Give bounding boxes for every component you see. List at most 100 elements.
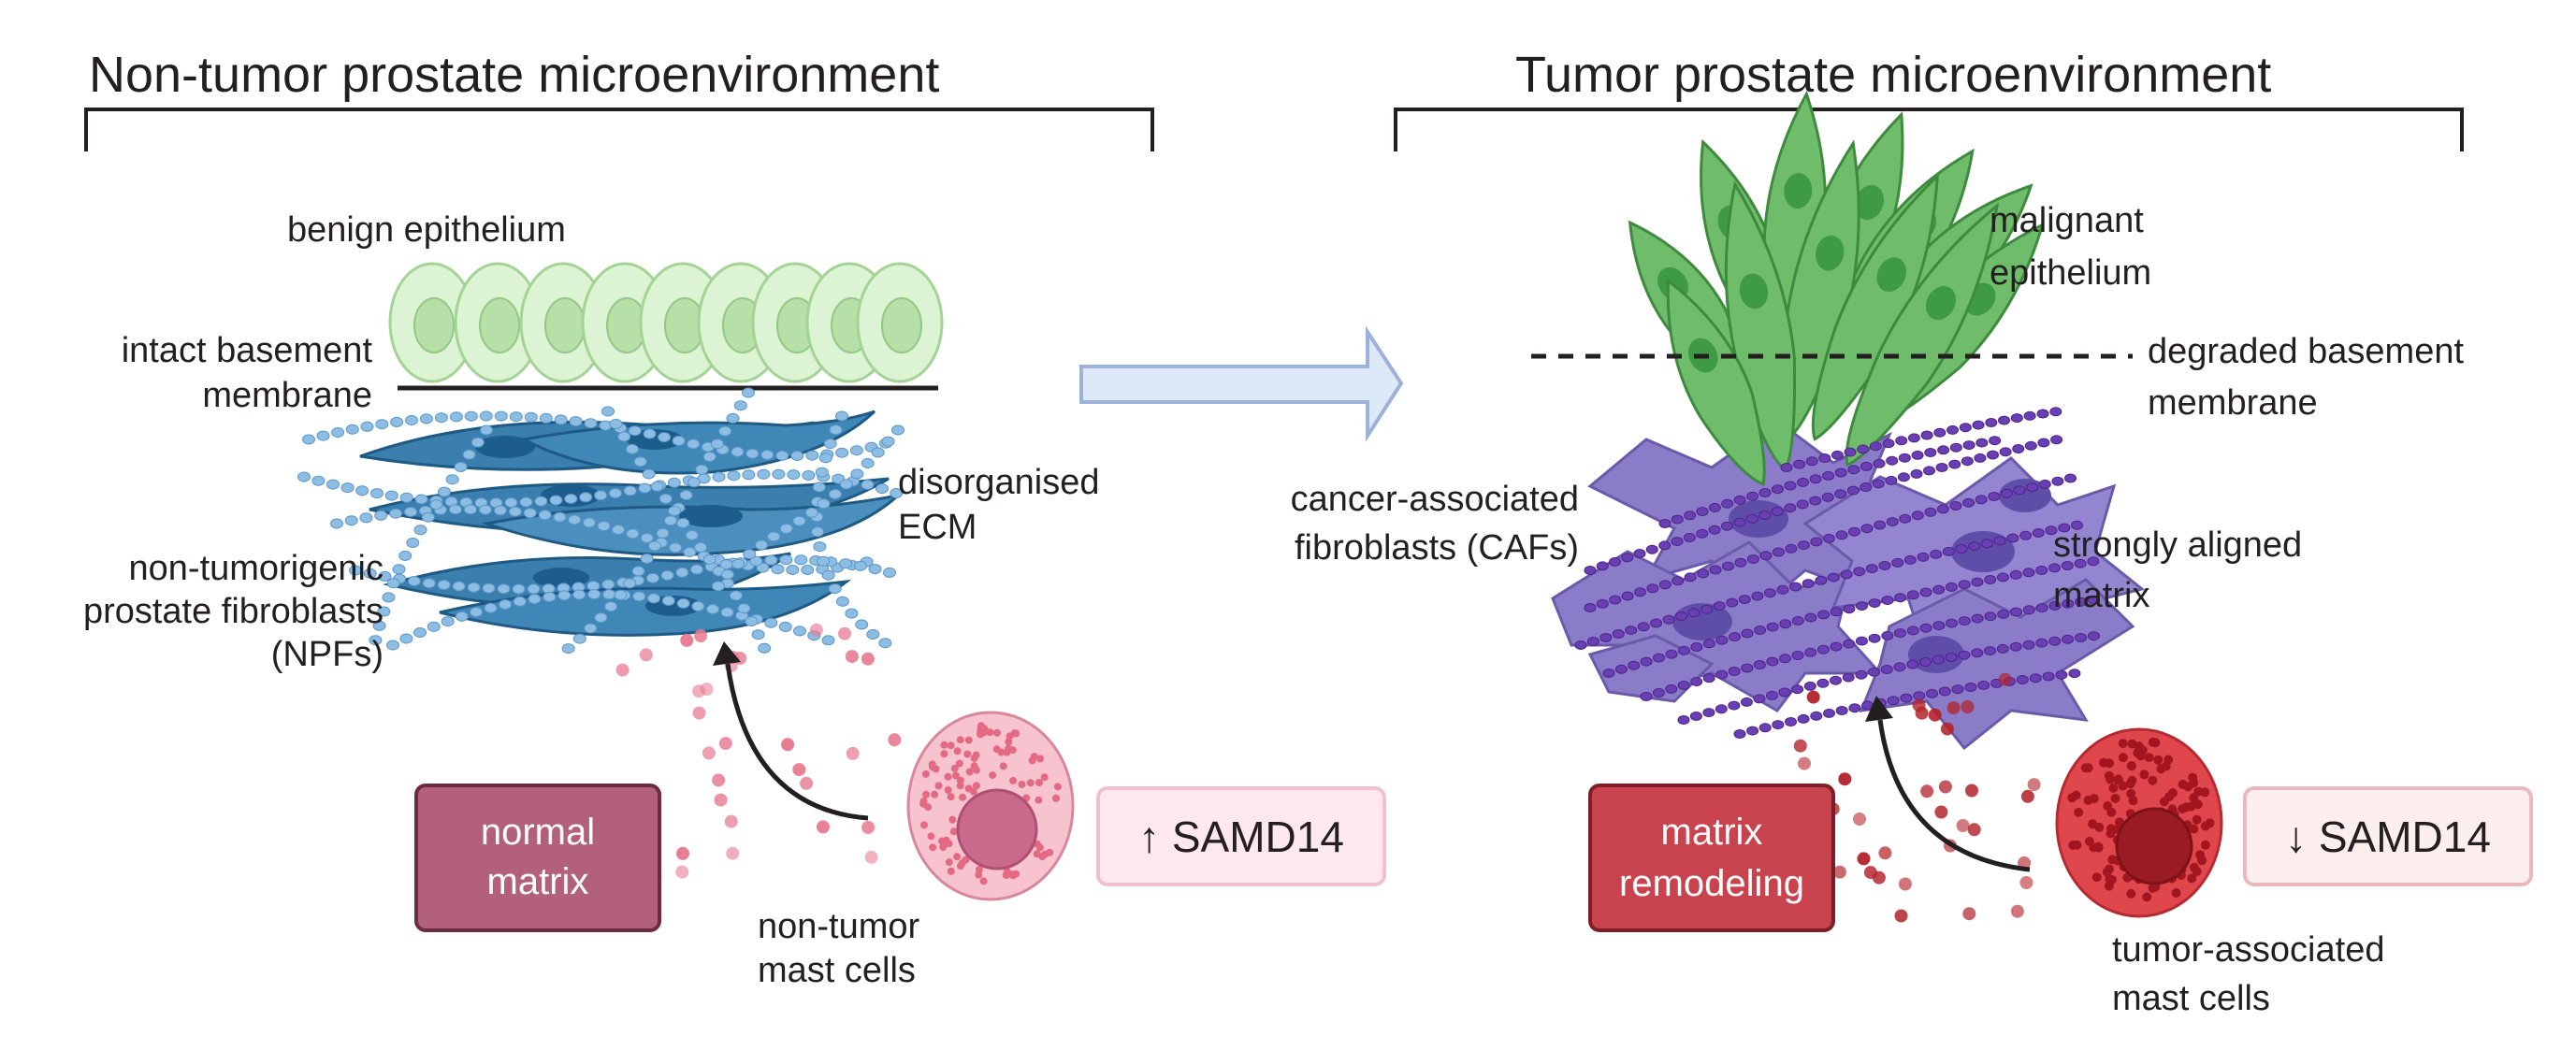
ecm-fiber-dot xyxy=(455,611,469,622)
ecm-fiber-dot xyxy=(790,451,804,461)
mast-cell-granule xyxy=(2089,794,2099,804)
ecm-fiber-dot xyxy=(414,494,428,505)
ecm-label-line2: ECM xyxy=(898,508,977,547)
ecm-fiber-dot xyxy=(512,583,526,595)
aligned-matrix-fiber-dot xyxy=(1652,687,1665,698)
secreted-granule xyxy=(1928,708,1942,722)
aligned-matrix-fiber-dot xyxy=(1872,479,1885,489)
ecm-fiber-dot xyxy=(484,602,498,613)
mast-cell-granule xyxy=(989,771,997,780)
secreted-granule xyxy=(1940,722,1954,736)
ecm-fiber-dot xyxy=(463,504,477,515)
ecm-fiber-dot xyxy=(731,558,745,569)
aligned-matrix-fiber-dot xyxy=(1621,591,1634,601)
aligned-matrix-fiber-dot xyxy=(1860,482,1873,492)
aligned-matrix-fiber-dot xyxy=(1835,706,1848,715)
ecm-fiber-dot xyxy=(359,512,373,524)
ecm-fiber-dot xyxy=(405,415,418,425)
mast-cell-granule xyxy=(2094,822,2105,832)
aligned-matrix-fiber-dot xyxy=(2075,597,2088,607)
intact-membrane-label-line1: intact basement xyxy=(122,331,373,370)
ecm-fiber-dot xyxy=(658,432,672,443)
mast-cell-granule xyxy=(2193,786,2204,797)
malignant-epithelium-cells xyxy=(1628,90,2045,486)
aligned-matrix-fiber-dot xyxy=(1926,688,1938,698)
secreted-granule xyxy=(1962,907,1976,921)
mast-cell-granule xyxy=(992,745,1001,754)
secreted-granule xyxy=(2019,876,2033,889)
aligned-matrix-fiber-dot xyxy=(1834,467,1847,478)
aligned-matrix-fiber-dot xyxy=(1822,533,1835,543)
aligned-matrix-fiber-dot xyxy=(2061,561,2074,570)
mast-cell-granule xyxy=(2142,892,2152,902)
ecm-fiber-dot xyxy=(779,554,793,566)
ecm-fiber-dot xyxy=(720,568,734,580)
aligned-matrix-fiber-dot xyxy=(1830,641,1843,652)
aligned-matrix-fiber-dot xyxy=(1945,653,1958,662)
mast-cell-granule xyxy=(1005,744,1013,753)
ecm-fiber-dot xyxy=(584,623,598,634)
aligned-matrix-fiber-dot xyxy=(1997,609,2010,619)
mast-cell-granule xyxy=(2189,778,2199,788)
secreted-granule xyxy=(676,846,689,860)
mast-cell-granule xyxy=(953,853,962,861)
aligned-matrix-fiber-dot xyxy=(2036,409,2049,419)
aligned-matrix-fiber-dot xyxy=(2051,476,2064,486)
aligned-matrix-fiber-dot xyxy=(1893,662,1906,672)
aligned-matrix-fiber-dot xyxy=(1938,686,1951,697)
aligned-matrix-fiber-dot xyxy=(1946,618,1958,628)
ecm-fiber-dot xyxy=(801,565,815,575)
ecm-fiber-dot xyxy=(749,555,763,567)
ecm-fiber-dot xyxy=(642,468,656,480)
ecm-fiber-dot xyxy=(360,421,374,432)
aligned-matrix-fiber-dot xyxy=(1684,511,1697,521)
aligned-matrix-fiber-dot xyxy=(1842,672,1855,683)
aligned-matrix-fiber-dot xyxy=(1971,613,1984,624)
ecm-fiber-dot xyxy=(454,461,468,472)
aligned-matrix-fiber-dot xyxy=(2006,533,2019,543)
aligned-matrix-fiber-dot xyxy=(1772,720,1785,730)
aligned-matrix-fiber-dot xyxy=(1758,723,1772,733)
ecm-fiber-dot xyxy=(572,633,586,644)
aligned-matrix-fiber-dot xyxy=(1868,667,1881,677)
ecm-fiber-dot xyxy=(845,608,859,619)
aligned-matrix-fiber-dot xyxy=(1612,629,1625,639)
ecm-fiber-dot xyxy=(787,469,801,481)
ecm-fiber-dot xyxy=(731,446,745,457)
ecm-fiber-dot xyxy=(534,496,548,507)
aligned-matrix-fiber-dot xyxy=(2062,598,2075,609)
aligned-matrix-fiber-dot xyxy=(1772,484,1784,495)
ecm-fiber-dot xyxy=(349,565,362,576)
mast-cell-granule xyxy=(979,877,988,885)
ecm-fiber-dot xyxy=(413,627,427,638)
ecm-fiber-dot xyxy=(733,400,747,411)
mast-cell-granule xyxy=(964,736,973,744)
aligned-matrix-fiber-dot xyxy=(1721,521,1733,531)
aligned-matrix-fiber-dot xyxy=(2068,669,2081,679)
mast-cell-granule xyxy=(1035,843,1044,852)
aligned-matrix-fiber-dot xyxy=(2042,671,2055,682)
aligned-matrix-fiber-dot xyxy=(1596,561,1609,571)
aligned-matrix-fiber-dot xyxy=(1809,496,1822,506)
ecm-fiber-dot xyxy=(764,554,778,566)
mast-cell-granule xyxy=(953,747,962,755)
ecm-fiber-dot xyxy=(302,434,315,445)
aligned-matrix-fiber-dot xyxy=(1697,568,1710,579)
aligned-matrix-fiber-dot xyxy=(1880,665,1893,674)
mast-cell-granule xyxy=(970,755,978,762)
mast-cell-granule xyxy=(2126,788,2136,798)
mast-cell-granule xyxy=(1026,779,1035,787)
secreted-granule xyxy=(1912,698,1926,712)
secreted-granule xyxy=(1793,739,1807,753)
aligned-matrix-fiber-dot xyxy=(1675,611,1688,621)
mast-cell-granule xyxy=(975,870,983,879)
ecm-fiber-dot xyxy=(650,481,664,492)
aligned-matrix-fiber-dot xyxy=(1658,519,1672,528)
ecm-fiber-dot xyxy=(597,521,611,532)
aligned-matrix-fiber-dot xyxy=(1887,696,1900,706)
aligned-matrix-fiber-dot xyxy=(1671,514,1684,525)
mast-cell-granule xyxy=(2102,867,2112,877)
aligned-matrix-fiber-dot xyxy=(2048,636,2062,646)
mast-cell-granule xyxy=(2107,855,2118,865)
mast-cell-granule xyxy=(934,782,943,790)
